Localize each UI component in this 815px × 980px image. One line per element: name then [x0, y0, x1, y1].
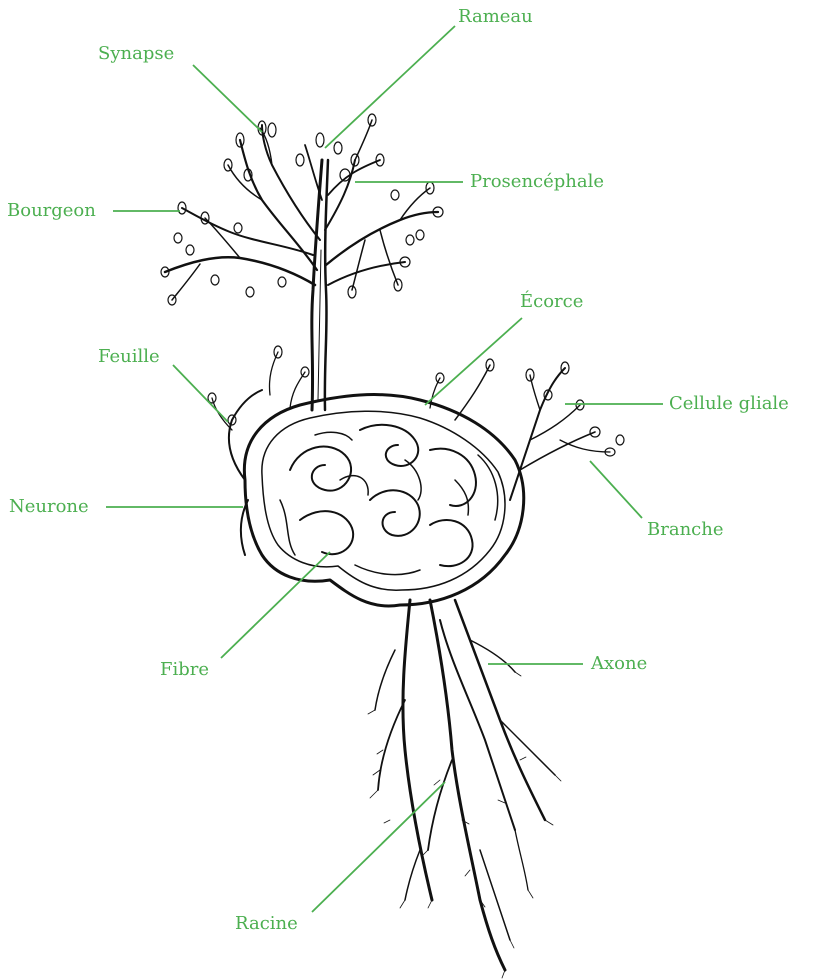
label-branche: Branche [647, 519, 723, 541]
label-bourgeon: Bourgeon [7, 200, 96, 222]
label-ecorce: Écorce [520, 291, 583, 313]
right-branches [208, 346, 624, 500]
label-synapse: Synapse [98, 43, 174, 65]
label-fibre: Fibre [160, 659, 209, 681]
label-rameau: Rameau [458, 6, 533, 28]
label-cellule-gliale: Cellule gliale [669, 393, 789, 415]
root-system [368, 600, 561, 978]
brain-mass [212, 352, 524, 606]
label-feuille: Feuille [98, 346, 160, 368]
label-prosencephale: Prosencéphale [470, 171, 604, 193]
label-neurone: Neurone [9, 496, 89, 518]
tree-crown [161, 114, 443, 410]
label-axone: Axone [591, 653, 647, 675]
label-racine: Racine [235, 913, 298, 935]
